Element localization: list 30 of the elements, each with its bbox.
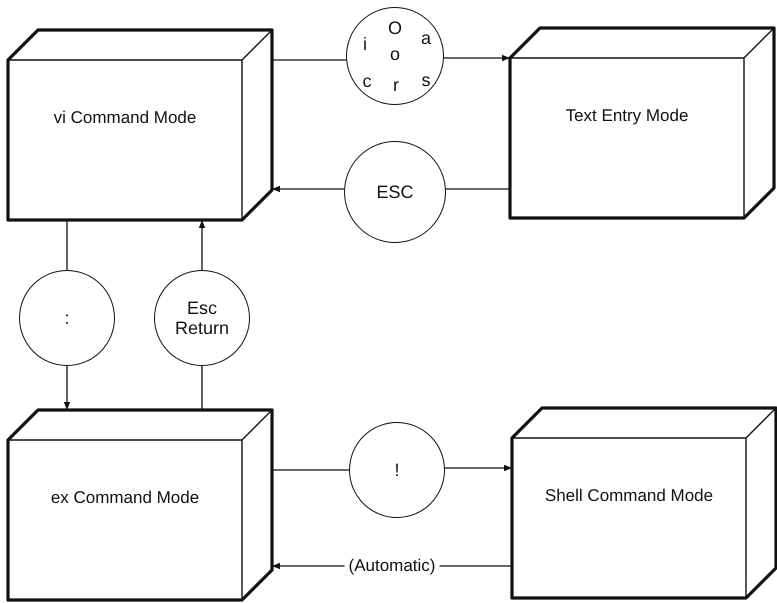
arrow (444, 464, 512, 472)
connector-line (446, 188, 510, 190)
mode-label: Text Entry Mode (564, 106, 690, 126)
key-label: : (63, 308, 70, 328)
mode-label: vi Command Mode (52, 108, 198, 128)
key-label: o (390, 44, 400, 64)
key-label: c (362, 70, 372, 92)
connector-line (201, 366, 203, 410)
connector-line (66, 220, 68, 270)
key-label: Esc Return (174, 298, 230, 338)
arrow (198, 220, 206, 270)
mode-box (8, 410, 272, 600)
mode-label: ex Command Mode (50, 488, 200, 508)
mode-label: Shell Command Mode (544, 486, 714, 506)
key-label: a (421, 28, 431, 48)
mode-box (8, 30, 272, 220)
mode-box (512, 408, 776, 598)
key-label: i (363, 34, 367, 54)
key-label: ESC (375, 182, 414, 202)
key-label: O (388, 18, 402, 38)
key-label: r (393, 74, 399, 96)
arrow (444, 54, 510, 62)
connector-line (272, 469, 349, 471)
edge-label: (Automatic) (344, 556, 440, 576)
key-label: ! (393, 460, 400, 480)
arrow (272, 186, 344, 192)
connector-line (272, 59, 346, 61)
key-label: s (422, 70, 430, 90)
arrow (64, 366, 70, 410)
mode-box (510, 28, 774, 218)
